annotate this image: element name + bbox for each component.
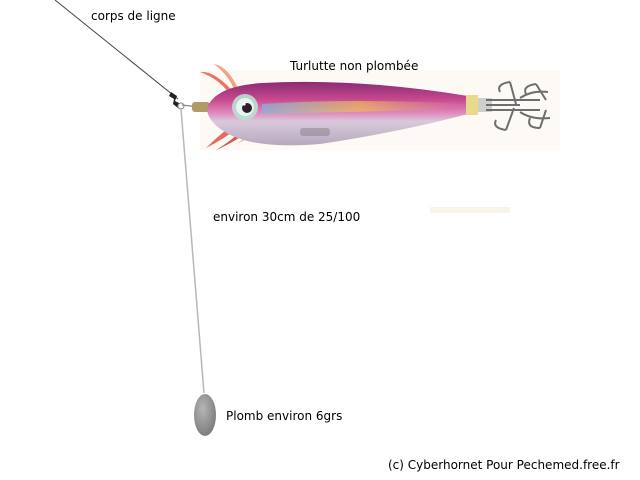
hook-crown-icon xyxy=(486,81,551,131)
squid-jig-lure xyxy=(192,64,560,150)
main-line xyxy=(54,0,179,100)
sinker xyxy=(194,394,216,436)
lure-nose xyxy=(192,102,210,112)
credit-text: (c) Cyberhornet Pour Pechemed.free.fr xyxy=(388,458,620,472)
lure-body xyxy=(207,81,468,146)
main-line-label: corps de ligne xyxy=(91,9,176,23)
lure-label: Turlutte non plombée xyxy=(290,59,419,73)
leader-label: environ 30cm de 25/100 xyxy=(213,210,361,224)
lure-sheen xyxy=(262,101,462,114)
sinker-label: Plomb environ 6grs xyxy=(226,409,343,423)
swivel-icon xyxy=(169,92,181,108)
lure-eye-icon xyxy=(232,94,258,120)
lure-collar xyxy=(466,95,478,115)
junction-ring xyxy=(177,102,185,110)
leader-line xyxy=(180,108,205,394)
